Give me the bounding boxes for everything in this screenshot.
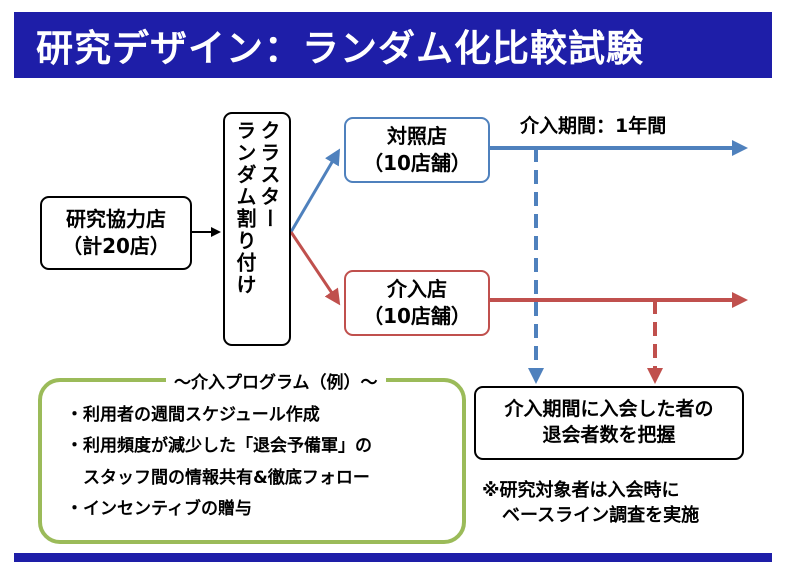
program-item: ・インセンティブの贈与 <box>66 499 252 520</box>
intervention-group-count: （10店舗） <box>363 304 471 328</box>
control-group-count: （10店舗） <box>363 151 471 175</box>
program-item: ・利用者の週間スケジュール作成 <box>66 405 320 425</box>
intervention-group-box: 介入店 （10店舗） <box>344 270 490 336</box>
page-title: 研究デザイン：ランダム化比較試験 <box>14 12 772 78</box>
intervention-group-name: 介入店 <box>387 277 447 301</box>
intervention-program-box: ～介入プログラム（例）～ ・利用者の週間スケジュール作成 ・利用頻度が減少した「… <box>38 368 466 544</box>
outcome-line-1: 介入期間に入会した者の <box>504 398 714 421</box>
program-item: スタッフ間の情報共有&徹底フォロー <box>66 467 370 488</box>
randomization-label-col2: ランダム割り付け <box>233 120 257 296</box>
outcome-line-2: 退会者数を把握 <box>542 424 676 446</box>
randomize-to-intervention-arrow <box>289 231 341 306</box>
control-group-name: 対照店 <box>387 124 447 148</box>
intervention-period-label: 介入期間：1年間 <box>520 115 667 137</box>
participants-count: （計20店） <box>62 234 170 258</box>
note-line-2: ベースライン調査を実施 <box>502 505 700 527</box>
note-line-1: ※研究対象者は入会時に <box>482 480 680 501</box>
outcome-box: 介入期間に入会した者の 退会者数を把握 <box>474 386 744 460</box>
randomization-box: クラスター ランダム割り付け <box>223 112 291 346</box>
randomize-to-control-arrow <box>289 148 341 233</box>
participants-box: 研究協力店 （計20店） <box>40 196 192 270</box>
participants-label: 研究協力店 <box>66 207 166 231</box>
footer-bar <box>14 553 772 562</box>
control-group-box: 対照店 （10店舗） <box>344 117 490 183</box>
randomization-label-col1: クラスター <box>257 120 281 230</box>
program-item: ・利用頻度が減少した「退会予備軍」の <box>66 436 372 457</box>
baseline-note: ※研究対象者は入会時に ベースライン調査を実施 <box>482 478 699 528</box>
program-title: ～介入プログラム（例）～ <box>166 368 386 393</box>
